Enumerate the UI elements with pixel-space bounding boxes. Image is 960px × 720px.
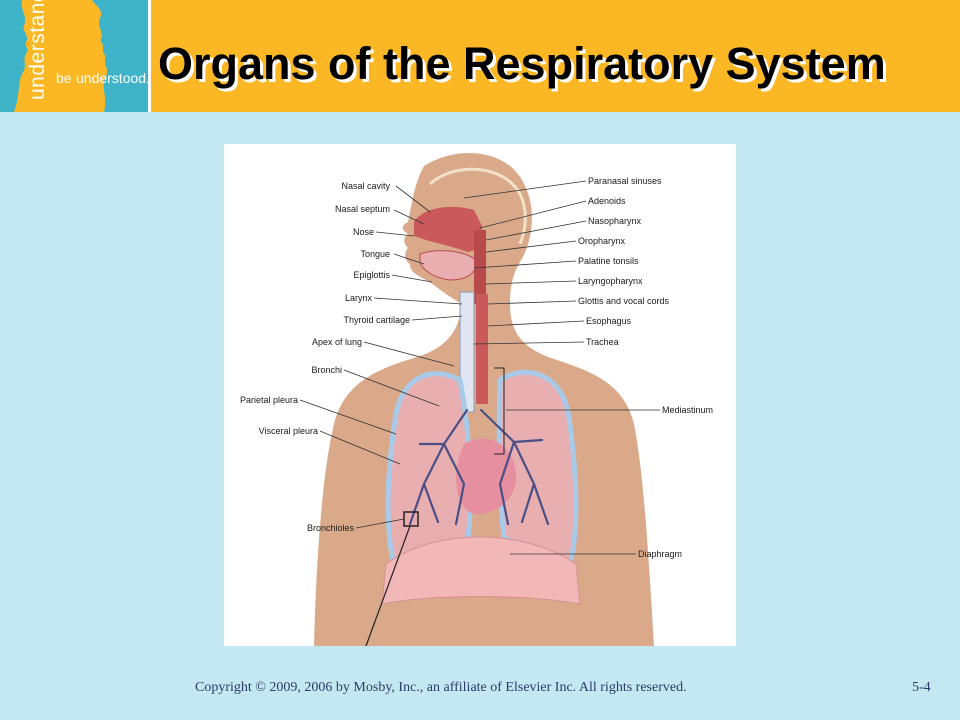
label-esophagus: Esophagus bbox=[586, 316, 632, 326]
leader-lines bbox=[299, 180, 660, 555]
label-larynx: Larynx bbox=[345, 293, 373, 303]
slide-title: Organs of the Respiratory System bbox=[158, 38, 886, 89]
label-trachea: Trachea bbox=[586, 337, 619, 347]
label-apex-of-lung: Apex of lung bbox=[312, 337, 362, 347]
label-glottis-vocal-cords: Glottis and vocal cords bbox=[578, 296, 670, 306]
nasal-cavity bbox=[414, 206, 482, 252]
label-diaphragm: Diaphragm bbox=[638, 549, 682, 559]
logo-divider bbox=[148, 0, 151, 112]
label-parietal-pleura: Parietal pleura bbox=[240, 395, 298, 405]
logo-vertical-text: understand. bbox=[26, 0, 49, 100]
mediastinum-bracket bbox=[494, 367, 505, 455]
label-visceral-pleura: Visceral pleura bbox=[259, 426, 318, 436]
label-laryngopharynx: Laryngopharynx bbox=[578, 276, 643, 286]
face-silhouette-icon bbox=[0, 0, 148, 112]
copyright-footer: Copyright © 2009, 2006 by Mosby, Inc., a… bbox=[195, 680, 687, 695]
label-bronchi: Bronchi bbox=[311, 365, 342, 375]
label-oropharynx: Oropharynx bbox=[578, 236, 626, 246]
label-palatine-tonsils: Palatine tonsils bbox=[578, 256, 639, 266]
mouth-tongue bbox=[419, 250, 477, 281]
label-nasopharynx: Nasopharynx bbox=[588, 216, 642, 226]
respiratory-diagram: Nasal cavity Nasal septum Nose Tongue Ep… bbox=[224, 144, 736, 646]
respiratory-illustration: Nasal cavity Nasal septum Nose Tongue Ep… bbox=[240, 153, 713, 646]
label-epiglottis: Epiglottis bbox=[353, 270, 390, 280]
label-thyroid-cartilage: Thyroid cartilage bbox=[343, 315, 410, 325]
label-tongue: Tongue bbox=[360, 249, 390, 259]
brand-logo: understand. be understood. bbox=[0, 0, 148, 112]
pharynx bbox=[474, 230, 486, 304]
label-bronchioles: Bronchioles bbox=[307, 523, 355, 533]
label-nose: Nose bbox=[353, 227, 374, 237]
label-adenoids: Adenoids bbox=[588, 196, 626, 206]
logo-be-text: be bbox=[56, 70, 72, 86]
label-nasal-septum: Nasal septum bbox=[335, 204, 390, 214]
label-mediastinum: Mediastinum bbox=[662, 405, 713, 415]
slide-number: 5-4 bbox=[912, 680, 931, 695]
label-nasal-cavity: Nasal cavity bbox=[341, 181, 390, 191]
esophagus-shape bbox=[476, 294, 488, 404]
label-paranasal-sinuses: Paranasal sinuses bbox=[588, 176, 662, 186]
logo-understood-text: understood. bbox=[76, 70, 148, 86]
header-bar bbox=[0, 0, 960, 112]
bronchial-tree bbox=[408, 408, 550, 526]
